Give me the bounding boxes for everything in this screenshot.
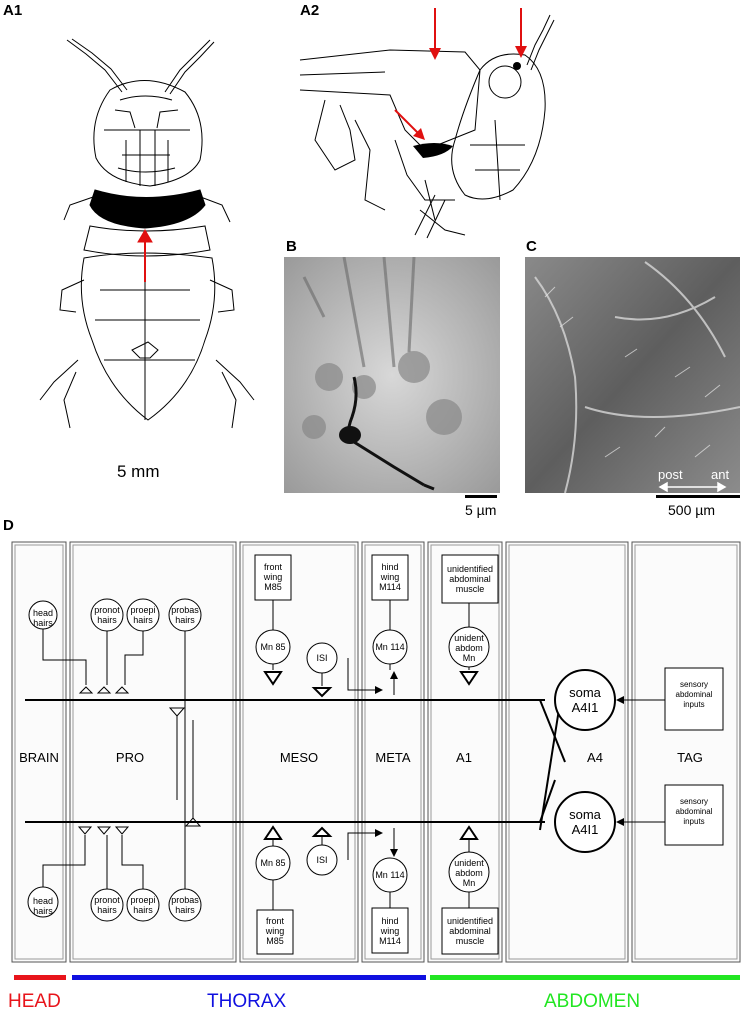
c-scale-bar — [656, 495, 740, 498]
segment-meta: META — [375, 750, 411, 765]
top-mn114: Mn 114 — [375, 642, 405, 652]
a1-scale-label: 5 mm — [117, 462, 160, 481]
segment-brain: BRAIN — [19, 750, 59, 765]
panel-label-a1: A1 — [3, 2, 23, 19]
segment-meso: MESO — [279, 750, 319, 765]
b-scale-bar — [465, 495, 497, 498]
panel-label-b: B — [286, 238, 297, 255]
panel-label-d: D — [3, 517, 14, 534]
head-region-bar — [14, 975, 66, 980]
b-micrograph — [284, 257, 500, 493]
segment-a1: A1 — [456, 750, 472, 765]
thorax-region-label: THORAX — [207, 991, 287, 1012]
d-circuit-diagram — [11, 541, 741, 963]
segment-a4: A4 — [587, 750, 603, 765]
bottom-isi: ISI — [316, 855, 328, 865]
segment-pro: PRO — [115, 750, 145, 765]
c-ant-label: ant — [711, 467, 730, 482]
c-sem-image: post ant — [525, 257, 740, 493]
panel-label-a2: A2 — [300, 2, 320, 19]
segment-tag: TAG — [677, 750, 703, 765]
c-scale-label: 500 µm — [668, 502, 715, 518]
head-region-label: HEAD — [8, 991, 61, 1012]
b-scale-label: 5 µm — [465, 502, 497, 518]
top-isi: ISI — [316, 653, 328, 663]
panel-label-c: C — [526, 238, 537, 255]
thorax-region-bar — [72, 975, 426, 980]
c-post-label: post — [658, 467, 683, 482]
bottom-mn85: Mn 85 — [260, 858, 286, 868]
top-mn85: Mn 85 — [260, 642, 286, 652]
abdomen-region-bar — [430, 975, 740, 980]
a1-insect-dorsal-drawing — [39, 38, 255, 429]
bottom-mn114: Mn 114 — [375, 870, 405, 880]
a2-insect-lateral-drawing — [299, 8, 555, 239]
abdomen-region-label: ABDOMEN — [544, 991, 641, 1012]
